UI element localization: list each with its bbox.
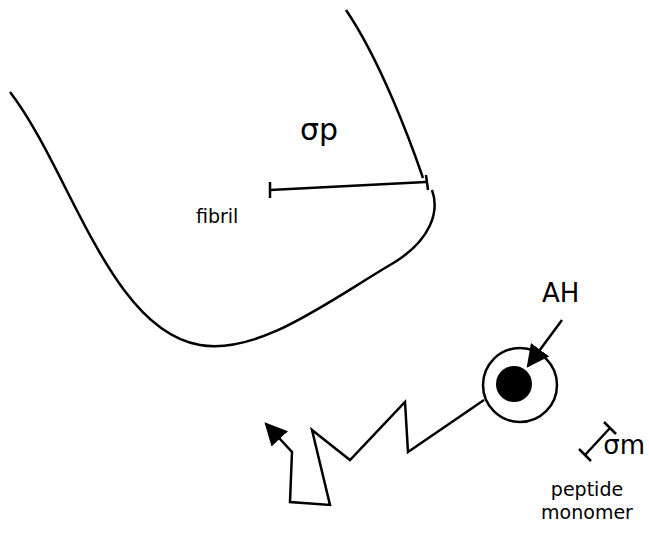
- fibril-outline: [346, 10, 423, 178]
- dimension-tick: [426, 175, 428, 190]
- dimension-tick: [269, 182, 272, 198]
- random-walk: [266, 400, 484, 505]
- fibril-outline: [10, 92, 435, 346]
- pointer-arrow: [528, 320, 562, 366]
- dimension-bar: [270, 182, 426, 190]
- monomer-circle: [483, 348, 557, 422]
- region-label: fibril: [196, 205, 238, 228]
- hydrophobic-core: [496, 366, 532, 402]
- dimension-label: σm: [603, 430, 645, 461]
- dimension-tick: [579, 449, 591, 461]
- dimension-label: σp: [300, 112, 338, 148]
- part-label: peptide monomer: [532, 478, 642, 524]
- symbol-label: AH: [542, 278, 579, 309]
